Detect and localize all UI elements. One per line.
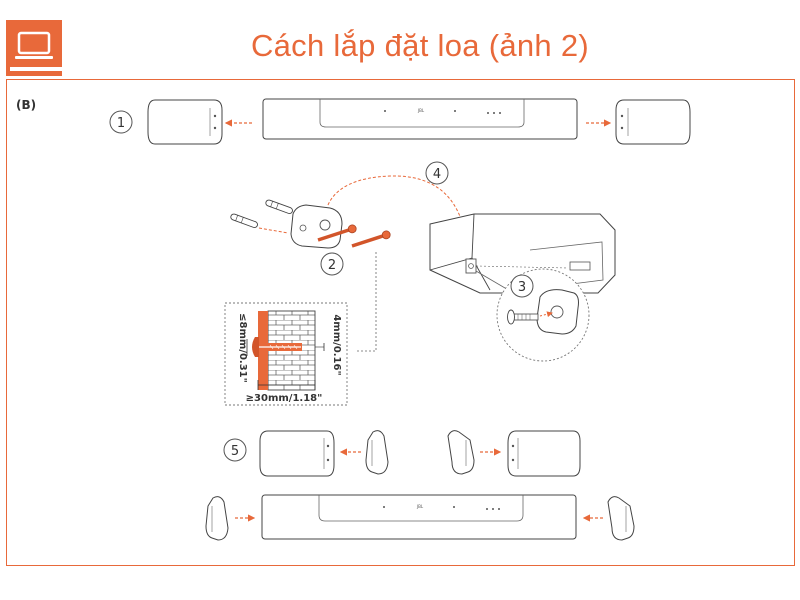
step-4-arrow xyxy=(327,175,469,239)
svg-text:≤8mm/0.31": ≤8mm/0.31" xyxy=(237,313,248,383)
step-1-right-detachable xyxy=(615,99,691,145)
step-2-wall-bracket xyxy=(290,204,343,249)
step-1-badge: 1 xyxy=(109,110,133,134)
step-5-right-end-bracket xyxy=(607,496,635,541)
step-5-left-end-bracket xyxy=(205,496,229,541)
step-4-badge: 4 xyxy=(425,161,449,185)
step-5-soundbar: JBL xyxy=(261,494,577,540)
step-3-bracket-detail xyxy=(536,289,579,335)
depth-dimension: ≥30mm/1.18" xyxy=(246,380,323,404)
brand-mark: JBL xyxy=(417,108,425,113)
step-5-left-bracket xyxy=(365,430,389,475)
gap-dimension: 4mm/0.16" xyxy=(315,314,342,376)
step-1-soundbar: JBL xyxy=(262,98,578,140)
step-2-badge: 2 xyxy=(320,252,344,276)
diameter-dimension: ≤8mm/0.31" xyxy=(237,313,248,383)
svg-text:5: 5 xyxy=(231,444,239,459)
page-title: Cách lắp đặt loa (ảnh 2) xyxy=(250,28,590,63)
step-5-badge: 5 xyxy=(223,438,247,462)
step-5-left-detachable xyxy=(259,430,335,477)
soundbar-end-view xyxy=(429,213,616,294)
step-5-right-bracket xyxy=(447,430,475,475)
step-2-anchors xyxy=(230,199,293,234)
diagram-frame xyxy=(6,79,795,566)
wall-plug-section xyxy=(252,311,302,390)
svg-text:4mm/0.16": 4mm/0.16" xyxy=(331,314,342,375)
header: Cách lắp đặt loa (ảnh 2) xyxy=(0,0,800,78)
step-1-left-detachable xyxy=(147,99,223,145)
step-3-screw xyxy=(507,309,553,325)
step-3-badge: 3 xyxy=(510,274,534,298)
svg-text:2: 2 xyxy=(328,258,336,273)
svg-text:4: 4 xyxy=(433,167,441,182)
monitor-icon xyxy=(6,20,62,76)
svg-text:≥30mm/1.18": ≥30mm/1.18" xyxy=(246,393,323,404)
svg-text:3: 3 xyxy=(518,280,526,295)
step-5-right-detachable xyxy=(507,430,581,477)
svg-text:1: 1 xyxy=(117,116,125,131)
svg-text:JBL: JBL xyxy=(416,504,424,509)
step-2-screws xyxy=(317,224,391,248)
section-label: (B) xyxy=(16,98,37,112)
